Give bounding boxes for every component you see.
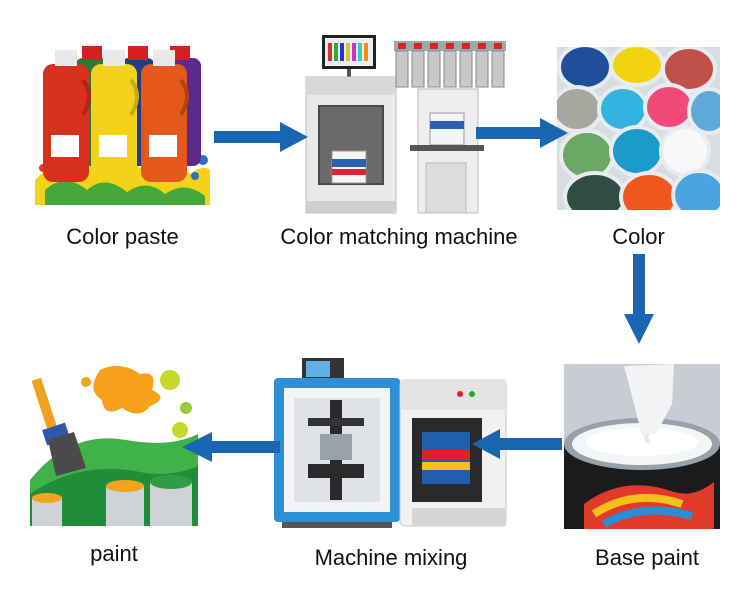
arrow-left-1 xyxy=(472,429,562,459)
arrow-down-1 xyxy=(624,254,654,344)
paint-mixing-machine-photo xyxy=(272,358,510,530)
color-pigment-cups-photo xyxy=(557,47,720,210)
arrow-right-2 xyxy=(476,118,568,148)
step-label-color: Color xyxy=(612,224,665,249)
base-paint-can-photo xyxy=(564,364,720,529)
arrow-right-1 xyxy=(214,122,308,152)
step-label-machine-mixing: Machine mixing xyxy=(314,545,468,570)
step-label-paint: paint xyxy=(90,541,138,566)
arrow-left-2 xyxy=(182,432,280,462)
color-matching-machine-photo xyxy=(298,33,508,221)
paint-splash-brush-photo xyxy=(30,360,198,526)
step-label-base-paint: Base paint xyxy=(595,545,699,570)
step-label-color-paste: Color paste xyxy=(66,224,179,249)
color-paste-bottles-photo xyxy=(35,40,210,205)
step-label-color-matching-machine: Color matching machine xyxy=(280,224,518,249)
